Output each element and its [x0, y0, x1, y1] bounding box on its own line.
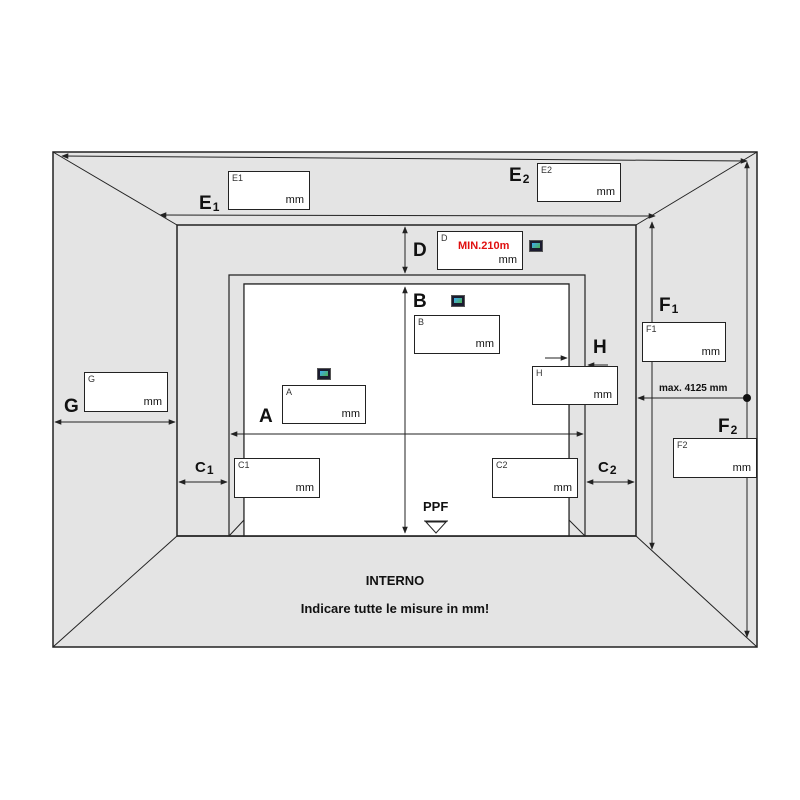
info-chip-d[interactable]: [529, 240, 543, 252]
dim-e2: [61, 153, 748, 164]
dim-e1: [159, 212, 656, 219]
field-unit: mm: [553, 482, 572, 494]
field-c1[interactable]: C1 mm: [234, 458, 320, 498]
perspective-line-br: [635, 535, 758, 648]
field-unit: mm: [295, 482, 314, 494]
field-code: D: [441, 233, 448, 243]
right-jamb-edge: [568, 519, 586, 537]
ppf-label: PPF: [423, 499, 449, 514]
field-a[interactable]: A mm: [282, 385, 366, 424]
max-width-anchor-dot: [743, 394, 751, 402]
field-d[interactable]: D MIN.210m mm: [437, 231, 523, 270]
instruction-text: Indicare tutte le misure in mm!: [300, 601, 490, 616]
field-unit: mm: [701, 346, 720, 358]
field-code: E1: [232, 173, 244, 183]
field-unit: mm: [475, 338, 494, 350]
info-chip-b[interactable]: [451, 295, 465, 307]
field-code: A: [286, 387, 293, 397]
field-code: H: [536, 368, 543, 378]
label-f1: F1: [659, 295, 679, 316]
perspective-line-bl: [52, 535, 178, 648]
field-c2[interactable]: C2 mm: [492, 458, 578, 498]
field-f1[interactable]: F1 mm: [642, 322, 726, 362]
label-b: B: [413, 291, 427, 312]
perspective-line-tl: [52, 151, 178, 226]
field-unit: mm: [498, 254, 517, 266]
label-f2: F2: [718, 416, 738, 437]
field-unit: mm: [341, 408, 360, 420]
field-code: C1: [238, 460, 250, 470]
field-code: G: [88, 374, 96, 384]
field-unit: mm: [143, 396, 162, 408]
field-f2[interactable]: F2 mm: [673, 438, 757, 478]
label-e2: E2: [509, 165, 530, 186]
field-code: F1: [646, 324, 657, 334]
label-c1: C1: [195, 459, 214, 477]
field-e1[interactable]: E1 mm: [228, 171, 310, 210]
min-height-warning: MIN.210m: [458, 240, 510, 252]
field-code: F2: [677, 440, 688, 450]
max-width-note: max. 4125 mm: [659, 383, 728, 394]
label-d: D: [413, 240, 427, 261]
label-e1: E1: [199, 193, 220, 214]
field-unit: mm: [285, 194, 304, 206]
label-h: H: [593, 337, 607, 358]
left-jamb-edge: [228, 519, 245, 537]
label-c2: C2: [598, 459, 617, 477]
field-code: C2: [496, 460, 508, 470]
perspective-line-tr: [635, 151, 758, 226]
field-h[interactable]: H mm: [532, 366, 618, 405]
field-code: E2: [541, 165, 553, 175]
field-code: B: [418, 317, 425, 327]
field-unit: mm: [593, 389, 612, 401]
ppf-triangle: [424, 521, 448, 534]
field-g[interactable]: G mm: [84, 372, 168, 412]
field-b[interactable]: B mm: [414, 315, 500, 354]
label-a: A: [259, 406, 273, 427]
label-g: G: [64, 396, 79, 417]
info-chip-a[interactable]: [317, 368, 331, 380]
interior-label: INTERNO: [365, 573, 425, 588]
field-e2[interactable]: E2 mm: [537, 163, 621, 202]
field-unit: mm: [596, 186, 615, 198]
field-unit: mm: [732, 462, 751, 474]
